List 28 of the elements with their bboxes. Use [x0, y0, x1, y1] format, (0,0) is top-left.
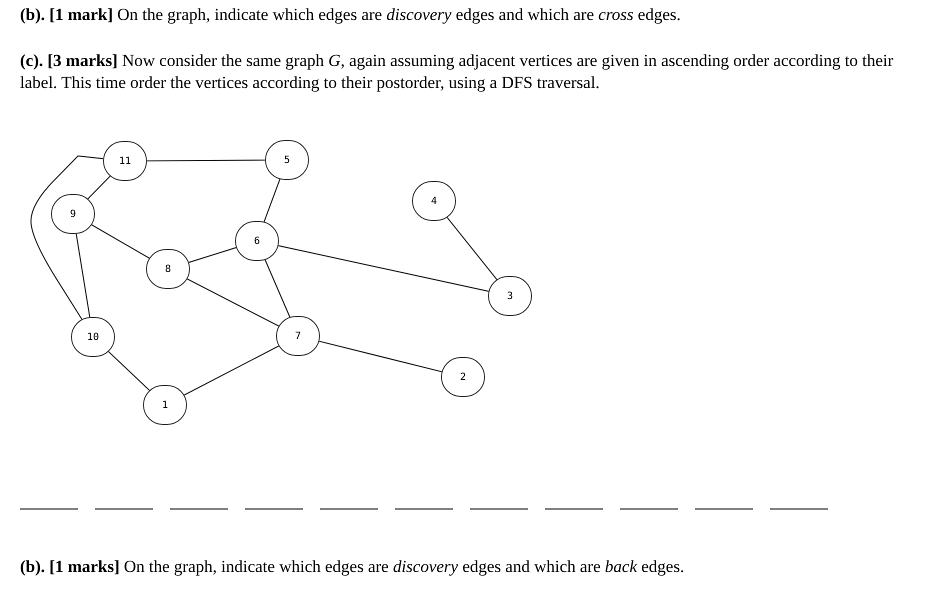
vertex-label: 6: [254, 234, 260, 248]
graph-edge: [76, 234, 90, 318]
vertex-label: 4: [430, 194, 438, 208]
graph-edge: [264, 178, 280, 222]
vertex-label: 11: [118, 154, 132, 168]
graph-edge: [91, 224, 150, 259]
graph-edge: [319, 340, 442, 372]
graph-edge: [108, 351, 150, 391]
graph-edge: [188, 247, 236, 263]
vertex-label: 3: [506, 290, 514, 304]
graph-edge: [184, 345, 280, 396]
vertex-label: 1: [162, 398, 168, 412]
question-text: (c). [3 marks] Now consider the same graph G, again assuming adjacent vertices are given in ascending order according to their label. This time order the vertices according to their postorder, using a DFS traversal.: [20, 50, 894, 94]
vertex-label: 8: [164, 262, 172, 276]
graph-edge: [147, 160, 265, 162]
graph-edge: [278, 245, 489, 292]
vertex-label: 10: [86, 330, 100, 344]
vertex-label: 5: [284, 154, 290, 168]
vertex-label: 7: [294, 330, 302, 344]
vertex-label: 9: [70, 208, 76, 222]
graph-edge: [186, 278, 280, 327]
graph-edge: [87, 176, 111, 200]
question-text: (b). [1 mark] On the graph, indicate which edges are discovery edges and which are cross edges.: [20, 4, 682, 26]
graph-edge: [30, 155, 104, 320]
vertex-label: 2: [460, 370, 466, 384]
graph-edge: [446, 216, 498, 280]
graph-edge: [264, 259, 290, 318]
question-text: (b). [1 marks] On the graph, indicate which edges are discovery edges and which are back edges.: [20, 556, 686, 578]
